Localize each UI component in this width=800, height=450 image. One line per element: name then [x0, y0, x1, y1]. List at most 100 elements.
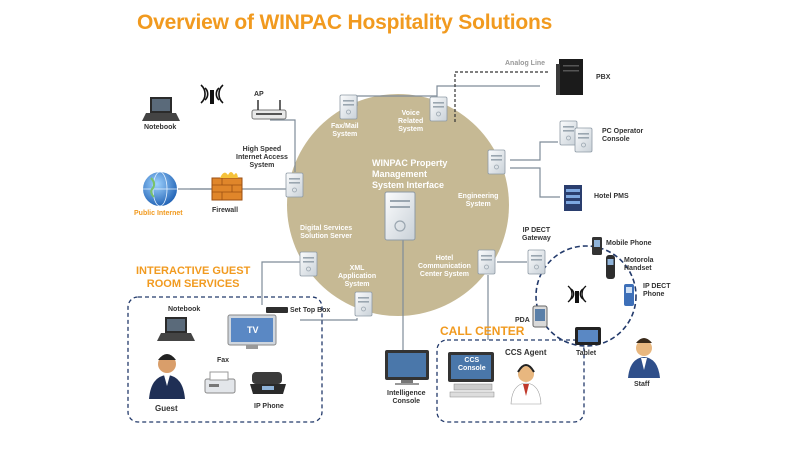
pc-operator-server-icon [559, 120, 578, 146]
digital-services-label: Digital Services Solution Server [300, 225, 352, 241]
hotel-pms-icon [564, 185, 582, 211]
ip-dect-phone-l2: Phone [643, 291, 665, 298]
ccs-agent-label: CCS Agent [505, 348, 547, 357]
ip-dect-phone-label: IP DECT Phone [643, 283, 671, 299]
xml-label-l2: Application [338, 273, 377, 280]
intelligence-l2: Console [392, 398, 421, 405]
motorola-handset-icon [606, 255, 615, 279]
line-engineering [510, 141, 558, 161]
pbx-label: PBX [596, 74, 611, 81]
tv-label: TV [247, 325, 259, 335]
xml-server-icon [354, 291, 373, 317]
ip-dect-phone-l1: IP DECT [643, 283, 671, 290]
pc-operator-label: PC Operator Console [602, 128, 643, 144]
engineering-label: Engineering System [458, 193, 498, 209]
high-speed-label-l2: Internet Access [236, 154, 288, 161]
hotel-comm-label-l2: Communication [418, 263, 471, 270]
tv-icon [227, 314, 277, 349]
high-speed-label: High Speed Internet Access System [236, 146, 288, 170]
guest-room-heading-l1: INTERACTIVE GUEST [136, 265, 251, 277]
voice-label-l3: System [398, 126, 424, 133]
connection-lines [178, 71, 560, 350]
ip-phone-label: IP Phone [254, 403, 284, 410]
fax-mail-label: Fax/Mail System [331, 123, 359, 139]
core-title: WINPAC Property Management System Interf… [372, 158, 447, 191]
line-pms [510, 167, 560, 198]
guest-room-heading-l2: ROOM SERVICES [146, 278, 240, 290]
fax-mail-label-l1: Fax/Mail [331, 123, 359, 130]
voice-label-l1: Voice [401, 110, 420, 117]
guest-room-box [127, 296, 323, 423]
high-speed-label-l3: System [249, 162, 275, 169]
intelligence-console-icon [385, 350, 429, 385]
wireless-ring [535, 245, 637, 347]
firewall-icon [211, 172, 243, 201]
ccs-console-monitor-icon [448, 352, 495, 398]
guest-notebook-label: Notebook [168, 306, 201, 313]
xml-label-l1: XML [349, 265, 365, 272]
xml-label: XML Application System [338, 265, 376, 289]
engineering-label-l1: Engineering [458, 193, 499, 200]
mobile-phone-icon [592, 237, 602, 255]
intelligence-console-label: Intelligence Console [387, 390, 426, 406]
fax-icon [204, 371, 236, 394]
ip-dect-gateway-icon [527, 249, 546, 275]
main-server-icon [384, 191, 416, 241]
voice-server-icon [429, 96, 448, 122]
core-title-line2: Management [372, 169, 428, 179]
pda-icon [532, 305, 548, 328]
intelligence-l1: Intelligence [387, 390, 426, 397]
ip-dect-gateway-l2: Gateway [522, 235, 551, 242]
xml-label-l3: System [344, 281, 370, 288]
line-xml [300, 318, 358, 321]
globe-icon [143, 171, 177, 207]
wireless-icon [567, 285, 587, 303]
guest-label: Guest [155, 404, 178, 413]
high-speed-label-l1: High Speed [242, 146, 282, 153]
public-internet-label: Public Internet [134, 210, 183, 217]
guest-notebook-icon [157, 317, 195, 341]
hotel-comm-label: Hotel Communication Center System [418, 255, 471, 279]
digital-label-l2: Solution Server [300, 233, 352, 240]
analog-line-label: Analog Line [505, 60, 546, 67]
set-top-box-label: Set Top Box [290, 307, 331, 314]
ccs-console-l2: Console [458, 365, 486, 372]
ip-dect-phone-icon [624, 284, 634, 306]
hotel-comm-label-l1: Hotel [435, 255, 454, 262]
ap-icon [251, 100, 287, 120]
set-top-box-icon [266, 307, 288, 313]
high-speed-server-icon [285, 172, 304, 198]
pc-operator-label-l2: Console [602, 136, 630, 143]
engineering-label-l2: System [465, 201, 491, 208]
notebook-top-label: Notebook [144, 124, 177, 131]
engineering-server-icon [487, 149, 506, 175]
ip-dect-gateway-label: IP DECT Gateway [522, 227, 551, 243]
hotel-pms-label: Hotel PMS [594, 193, 629, 200]
pc-operator-label-l1: PC Operator [602, 128, 644, 135]
staff-label: Staff [634, 381, 650, 388]
mobile-phone-label: Mobile Phone [606, 240, 652, 247]
hotel-comm-label-l3: Center System [419, 271, 469, 278]
guest-icon [149, 354, 185, 399]
digital-label-l1: Digital Services [300, 225, 353, 232]
digital-server-icon [299, 251, 318, 277]
call-center-box [436, 339, 585, 423]
staff-icon [628, 338, 660, 378]
notebook-icon [142, 97, 180, 121]
page-title: Overview of WINPAC Hospitality Solutions [137, 11, 553, 34]
line-digital [261, 261, 302, 305]
guest-room-heading: INTERACTIVE GUEST ROOM SERVICES [136, 265, 250, 291]
pda-label: PDA [515, 317, 530, 324]
ccs-agent-icon [510, 364, 542, 405]
ip-phone-icon [250, 372, 286, 394]
ap-label: AP [254, 91, 264, 98]
ccs-console-l1: CCS [464, 357, 480, 364]
tablet-icon [575, 327, 601, 345]
core-title-line3: System Interface [372, 180, 445, 190]
pc-operator-server-icon-2 [574, 127, 593, 153]
line-ap-server [270, 119, 296, 172]
motorola-handset-label: Motorola Handset [624, 257, 654, 273]
call-center-heading: CALL CENTER [440, 324, 525, 338]
fax-label: Fax [217, 357, 230, 364]
